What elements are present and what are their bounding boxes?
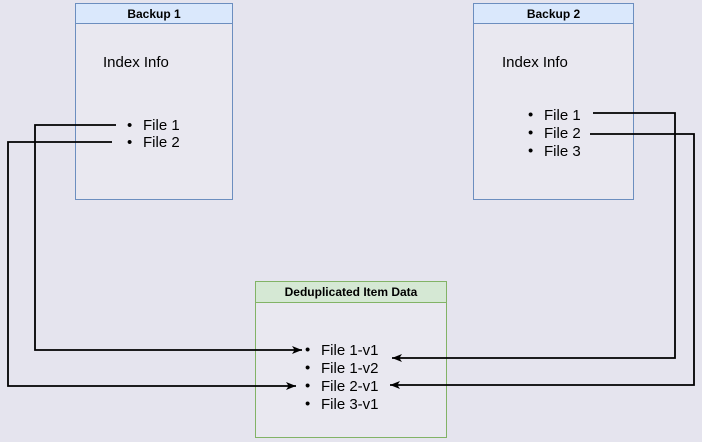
- dedup-title: Deduplicated Item Data: [284, 285, 418, 299]
- backup1-file-item: File 1: [127, 117, 180, 134]
- backup1-index-info-label: Index Info: [103, 54, 169, 71]
- backup1-file-item: File 2: [127, 134, 180, 151]
- backup1-box: Backup 1 Index Info File 1 File 2: [75, 3, 233, 200]
- backup1-header: Backup 1: [76, 4, 232, 24]
- backup2-file-item: File 3: [528, 143, 581, 161]
- dedup-header: Deduplicated Item Data: [256, 282, 446, 303]
- dedup-item: File 2-v1: [305, 378, 379, 396]
- backup1-file-list: File 1 File 2: [127, 117, 180, 151]
- dedup-item: File 3-v1: [305, 396, 379, 414]
- dedup-box: Deduplicated Item Data File 1-v1 File 1-…: [255, 281, 447, 438]
- backup2-file-list: File 1 File 2 File 3: [528, 107, 581, 161]
- backup1-title: Backup 1: [127, 6, 181, 21]
- dedup-item: File 1-v1: [305, 342, 379, 360]
- dedup-item-list: File 1-v1 File 1-v2 File 2-v1 File 3-v1: [305, 342, 379, 414]
- backup2-index-info-label: Index Info: [502, 54, 568, 71]
- backup2-header: Backup 2: [474, 4, 633, 24]
- backup2-title: Backup 2: [526, 6, 581, 21]
- backup2-file-item: File 2: [528, 125, 581, 143]
- backup2-box: Backup 2 Index Info File 1 File 2 File 3: [473, 3, 634, 200]
- dedup-item: File 1-v2: [305, 360, 379, 378]
- backup2-file-item: File 1: [528, 107, 581, 125]
